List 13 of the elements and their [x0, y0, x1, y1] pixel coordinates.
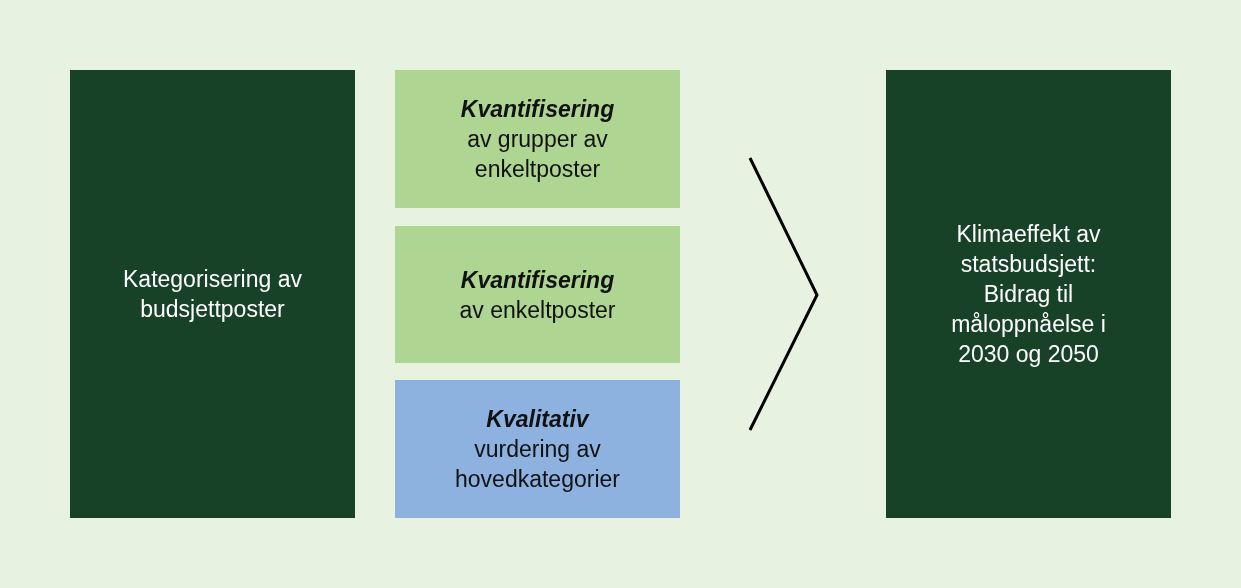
result-box: [886, 70, 1171, 518]
method-box: [395, 226, 680, 363]
box-heading: Kvantifisering: [460, 95, 615, 124]
box-text: vurdering av hovedkategorier: [454, 435, 621, 494]
method-box: [395, 380, 680, 518]
box-text: av enkeltposter: [459, 295, 616, 325]
category-box: [70, 70, 355, 518]
box-heading: Kvantifisering: [460, 265, 615, 295]
box-heading: Kvalitativ: [486, 405, 589, 434]
method-box: [395, 70, 680, 208]
box-label: Klimaeffekt av statsbudsjett: Bidrag til måloppnåelse i 2030 og 2050: [950, 220, 1107, 369]
box-label: Kategorisering av budsjettposter: [122, 265, 303, 324]
box-text: av grupper av enkeltposter: [466, 125, 609, 184]
